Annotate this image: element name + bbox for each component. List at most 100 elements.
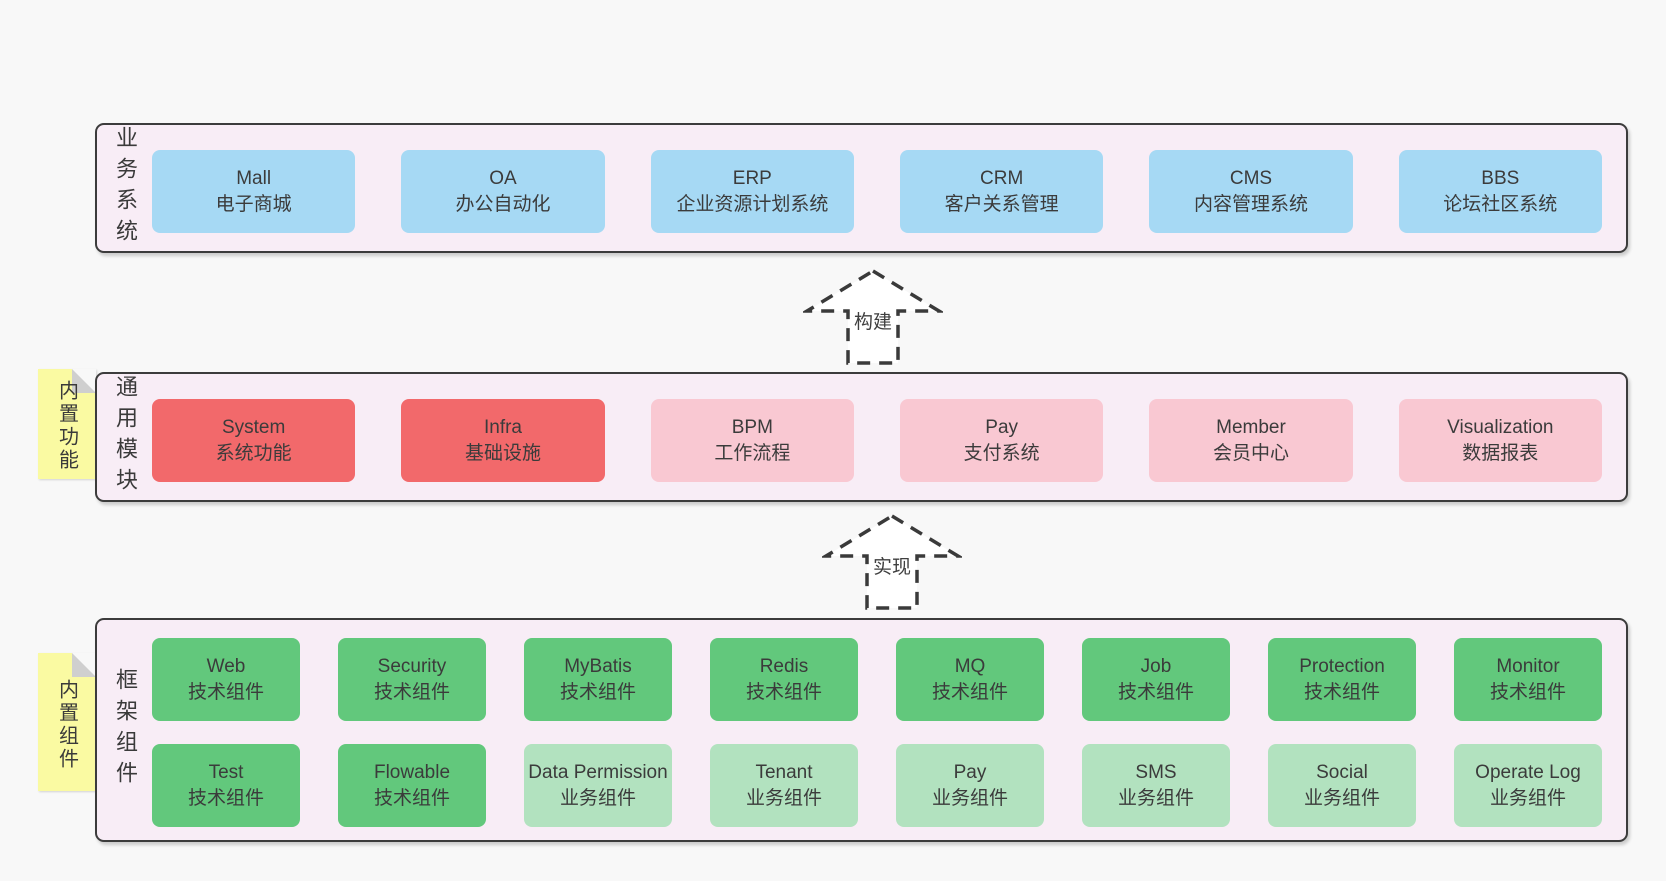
box-title: Operate Log bbox=[1475, 761, 1581, 783]
panel-modules-label: 通用模块 bbox=[113, 375, 138, 499]
sticky-note-built-in-components: 内置组件 bbox=[38, 653, 96, 791]
box-title: CMS bbox=[1229, 167, 1273, 189]
box-protection: Protection 技术组件 bbox=[1268, 638, 1416, 721]
box-job: Job 技术组件 bbox=[1082, 638, 1230, 721]
box-title: Web bbox=[206, 655, 246, 677]
box-subtitle: 技术组件 bbox=[745, 681, 822, 703]
box-title: Member bbox=[1216, 416, 1286, 438]
box-subtitle: 技术组件 bbox=[559, 681, 636, 703]
box-subtitle: 技术组件 bbox=[1117, 681, 1194, 703]
box-title: ERP bbox=[732, 167, 772, 189]
box-infra: Infra 基础设施 bbox=[401, 399, 605, 482]
box-subtitle: 会员中心 bbox=[1212, 442, 1289, 464]
box-subtitle: 业务组件 bbox=[931, 787, 1008, 809]
box-title: Pay bbox=[985, 416, 1019, 438]
box-title: Redis bbox=[759, 655, 809, 677]
box-title: Visualization bbox=[1447, 416, 1554, 438]
box-title: BBS bbox=[1481, 167, 1520, 189]
box-title: BPM bbox=[731, 416, 773, 438]
box-title: Security bbox=[377, 655, 447, 677]
arrow-implement: 实现 bbox=[822, 513, 962, 610]
box-subtitle: 业务组件 bbox=[745, 787, 822, 809]
box-subtitle: 办公自动化 bbox=[455, 193, 551, 215]
sticky-note-label: 内置功能 bbox=[55, 380, 78, 473]
arrow-build: 构建 bbox=[803, 268, 943, 365]
arrow-implement-label: 实现 bbox=[873, 556, 911, 578]
box-subtitle: 客户关系管理 bbox=[944, 193, 1059, 215]
modules-boxes-row: System 系统功能 Infra 基础设施 BPM 工作流程 Pay 支付系统… bbox=[152, 399, 1602, 482]
panel-framework-label: 框架组件 bbox=[113, 668, 138, 792]
box-title: Job bbox=[1140, 655, 1172, 677]
box-title: Tenant bbox=[755, 761, 813, 783]
box-oa: OA 办公自动化 bbox=[401, 150, 605, 233]
box-bbs: BBS 论坛社区系统 bbox=[1398, 150, 1602, 233]
box-subtitle: 基础设施 bbox=[464, 442, 541, 464]
box-member: Member 会员中心 bbox=[1149, 399, 1353, 482]
box-subtitle: 系统功能 bbox=[215, 442, 292, 464]
panel-common-modules: 通用模块 System 系统功能 Infra 基础设施 BPM 工作流程 Pay… bbox=[95, 372, 1628, 502]
box-subtitle: 论坛社区系统 bbox=[1443, 193, 1558, 215]
box-system: System 系统功能 bbox=[152, 399, 356, 482]
box-subtitle: 技术组件 bbox=[187, 681, 264, 703]
box-title: SMS bbox=[1135, 761, 1177, 783]
box-title: Flowable bbox=[373, 761, 451, 783]
box-sms: SMS 业务组件 bbox=[1082, 744, 1230, 827]
box-subtitle: 企业资源计划系统 bbox=[676, 193, 829, 215]
box-title: OA bbox=[489, 167, 517, 189]
box-subtitle: 技术组件 bbox=[1489, 681, 1566, 703]
box-subtitle: 业务组件 bbox=[1489, 787, 1566, 809]
arrow-build-label: 构建 bbox=[854, 311, 892, 333]
box-subtitle: 技术组件 bbox=[1303, 681, 1380, 703]
box-cms: CMS 内容管理系统 bbox=[1149, 150, 1353, 233]
panel-business-label: 业务系统 bbox=[113, 126, 138, 250]
box-crm: CRM 客户关系管理 bbox=[899, 150, 1104, 233]
box-flowable: Flowable 技术组件 bbox=[338, 744, 486, 827]
box-subtitle: 支付系统 bbox=[963, 442, 1040, 464]
box-title: Infra bbox=[483, 416, 522, 438]
box-title: Social bbox=[1316, 761, 1368, 783]
box-title: Protection bbox=[1299, 655, 1385, 677]
box-bpm: BPM 工作流程 bbox=[650, 399, 854, 482]
box-subtitle: 业务组件 bbox=[559, 787, 636, 809]
box-subtitle: 技术组件 bbox=[373, 787, 450, 809]
box-pay-component: Pay 业务组件 bbox=[896, 744, 1044, 827]
box-security: Security 技术组件 bbox=[338, 638, 486, 721]
box-erp: ERP 企业资源计划系统 bbox=[650, 150, 854, 233]
business-boxes-row: Mall 电子商城 OA 办公自动化 ERP 企业资源计划系统 CRM 客户关系… bbox=[152, 150, 1602, 233]
box-redis: Redis 技术组件 bbox=[710, 638, 858, 721]
panel-framework-components: 框架组件 Web 技术组件 Security 技术组件 MyBatis 技术组件… bbox=[95, 618, 1628, 842]
panel-business-systems: 业务系统 Mall 电子商城 OA 办公自动化 ERP 企业资源计划系统 CRM… bbox=[95, 123, 1628, 253]
box-web: Web 技术组件 bbox=[152, 638, 300, 721]
box-title: Test bbox=[208, 761, 244, 783]
box-tenant: Tenant 业务组件 bbox=[710, 744, 858, 827]
box-title: MQ bbox=[954, 655, 986, 677]
framework-boxes-grid: Web 技术组件 Security 技术组件 MyBatis 技术组件 Redi… bbox=[152, 638, 1602, 827]
box-title: Pay bbox=[953, 761, 987, 783]
box-title: CRM bbox=[980, 167, 1024, 189]
box-title: System bbox=[221, 416, 286, 438]
box-subtitle: 数据报表 bbox=[1462, 442, 1539, 464]
box-mybatis: MyBatis 技术组件 bbox=[524, 638, 672, 721]
box-social: Social 业务组件 bbox=[1268, 744, 1416, 827]
box-monitor: Monitor 技术组件 bbox=[1454, 638, 1602, 721]
box-mq: MQ 技术组件 bbox=[896, 638, 1044, 721]
box-title: MyBatis bbox=[564, 655, 632, 677]
box-subtitle: 业务组件 bbox=[1117, 787, 1194, 809]
box-subtitle: 技术组件 bbox=[187, 787, 264, 809]
sticky-note-built-in-features: 内置功能 bbox=[38, 369, 96, 479]
box-subtitle: 技术组件 bbox=[931, 681, 1008, 703]
box-subtitle: 内容管理系统 bbox=[1193, 193, 1308, 215]
arrow-implement-shape bbox=[822, 513, 962, 610]
box-title: Data Permission bbox=[528, 761, 668, 783]
box-title: Monitor bbox=[1496, 655, 1560, 677]
sticky-note-label: 内置组件 bbox=[55, 678, 78, 771]
box-subtitle: 工作流程 bbox=[714, 442, 791, 464]
framework-row-2: Test 技术组件 Flowable 技术组件 Data Permission … bbox=[152, 744, 1602, 827]
box-test: Test 技术组件 bbox=[152, 744, 300, 827]
box-operate-log: Operate Log 业务组件 bbox=[1454, 744, 1602, 827]
box-subtitle: 技术组件 bbox=[373, 681, 450, 703]
box-subtitle: 业务组件 bbox=[1303, 787, 1380, 809]
arrow-build-shape bbox=[803, 268, 943, 365]
box-mall: Mall 电子商城 bbox=[152, 150, 356, 233]
box-pay-system: Pay 支付系统 bbox=[899, 399, 1104, 482]
